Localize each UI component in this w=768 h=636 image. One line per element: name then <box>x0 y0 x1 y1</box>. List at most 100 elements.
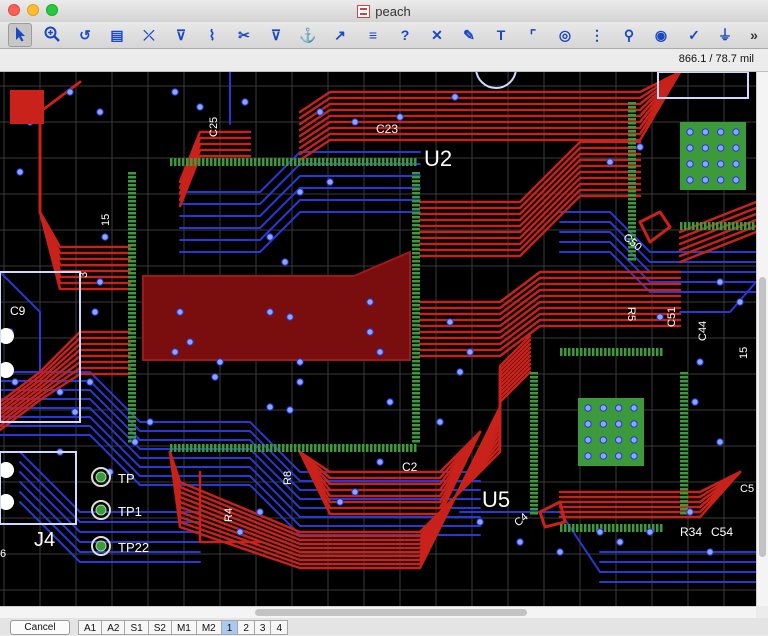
top-trace <box>38 80 132 261</box>
anchor-tool-button[interactable]: ⚓ <box>296 23 320 47</box>
pad <box>412 240 420 243</box>
pad <box>530 508 538 511</box>
pads-tool-button[interactable]: ⋮ <box>585 23 609 47</box>
pad <box>412 176 420 179</box>
top-trace <box>0 366 132 428</box>
top-trace <box>0 336 132 408</box>
delete-icon: ✕ <box>431 26 443 43</box>
flip-tool-button[interactable]: ⊽ <box>264 23 288 47</box>
pin-tool-button[interactable]: ⚲ <box>617 23 641 47</box>
pad <box>128 416 136 419</box>
pad <box>198 444 201 452</box>
pad <box>128 376 136 379</box>
pad <box>680 496 688 499</box>
arc-icon: ↗ <box>334 26 346 43</box>
pad <box>128 356 136 359</box>
via <box>56 388 64 396</box>
pad <box>620 524 623 532</box>
via <box>706 548 714 556</box>
top-trace <box>298 72 682 132</box>
help-tool-button[interactable]: ? <box>393 23 417 47</box>
pad <box>680 476 688 479</box>
target-tool-button[interactable]: ◎ <box>553 23 577 47</box>
pad <box>128 304 136 307</box>
pcb-canvas[interactable]: U2 U5 J4 TP TP1 TP22 C23 C25 C50 C51 C44… <box>0 72 756 606</box>
bus-tool-button[interactable]: ≡ <box>361 23 385 47</box>
layer-tab-a2[interactable]: A2 <box>101 620 125 635</box>
via-icon: ⊽ <box>175 26 187 43</box>
pcb-board[interactable]: U2 U5 J4 TP TP1 TP22 C23 C25 C50 C51 C44… <box>0 72 756 606</box>
bottom-trace <box>0 425 481 527</box>
ground-tool-button[interactable]: ⏚ <box>713 23 737 47</box>
horizontal-scroll-thumb[interactable] <box>255 609 527 616</box>
pad <box>628 182 636 185</box>
layer-tab-4[interactable]: 4 <box>270 620 288 635</box>
vertical-scrollbar[interactable] <box>756 72 768 606</box>
pad <box>412 216 420 219</box>
pad <box>564 348 567 356</box>
horizontal-scrollbar[interactable] <box>0 606 756 618</box>
via <box>556 548 564 556</box>
pad <box>394 444 397 452</box>
layer-tab-3[interactable]: 3 <box>253 620 271 635</box>
pad <box>640 524 643 532</box>
pad <box>190 444 193 452</box>
pad <box>628 348 631 356</box>
pad <box>412 280 420 283</box>
bottom-trace <box>19 491 201 553</box>
pad <box>178 158 181 166</box>
ring-tool-button[interactable]: ◉ <box>649 23 673 47</box>
scissors-tool-button[interactable]: ✂ <box>232 23 256 47</box>
overflow-tool-button[interactable]: » <box>742 23 766 47</box>
layer-tab-s2[interactable]: S2 <box>147 620 171 635</box>
zoom-window-button[interactable] <box>46 4 58 16</box>
arc-tool-button[interactable]: ↗ <box>328 23 352 47</box>
pad <box>412 404 420 407</box>
check-tool-button[interactable]: ✓ <box>682 23 706 47</box>
minimize-window-button[interactable] <box>27 4 39 16</box>
pad <box>588 348 591 356</box>
pad <box>708 222 711 230</box>
text-tool-button[interactable]: T <box>489 23 513 47</box>
top-trace <box>418 318 682 352</box>
via <box>86 378 94 386</box>
pad <box>628 246 636 249</box>
pad <box>278 444 281 452</box>
pad <box>128 264 136 267</box>
pad <box>572 348 575 356</box>
pointer-tool-button[interactable] <box>8 23 32 47</box>
layer-tab-s1[interactable]: S1 <box>124 620 148 635</box>
rotate-tool-button[interactable]: ↺ <box>73 23 97 47</box>
corner-tool-button[interactable]: ⌜ <box>521 23 545 47</box>
via <box>376 348 384 356</box>
trace-tool-button[interactable]: ⤫ <box>137 23 161 47</box>
pencil-tool-button[interactable]: ✎ <box>457 23 481 47</box>
footprint-tool-button[interactable]: ▤ <box>105 23 129 47</box>
via-tool-button[interactable]: ⊽ <box>169 23 193 47</box>
pad <box>680 380 688 383</box>
layer-tab-1[interactable]: 1 <box>220 620 238 635</box>
vertical-scroll-thumb[interactable] <box>759 277 766 557</box>
pad <box>680 456 688 459</box>
layer-tab-2[interactable]: 2 <box>237 620 254 635</box>
pad <box>608 524 611 532</box>
layer-tab-m2[interactable]: M2 <box>195 620 221 635</box>
connector-pad <box>0 494 14 510</box>
top-trace <box>0 348 132 416</box>
layer-tab-a1[interactable]: A1 <box>78 620 102 635</box>
pad <box>322 158 325 166</box>
pad <box>680 484 688 487</box>
pad <box>390 158 393 166</box>
top-trace <box>298 430 482 504</box>
pad <box>412 432 420 435</box>
close-window-button[interactable] <box>8 4 20 16</box>
pad <box>218 444 221 452</box>
cancel-button[interactable]: Cancel <box>10 620 70 635</box>
zoom-tool-button[interactable] <box>40 23 64 47</box>
route-tool-button[interactable]: ⌇ <box>200 23 224 47</box>
delete-tool-button[interactable]: ✕ <box>425 23 449 47</box>
layer-tab-m1[interactable]: M1 <box>170 620 196 635</box>
pad <box>680 420 688 423</box>
pad <box>128 224 136 227</box>
pad <box>530 512 538 515</box>
